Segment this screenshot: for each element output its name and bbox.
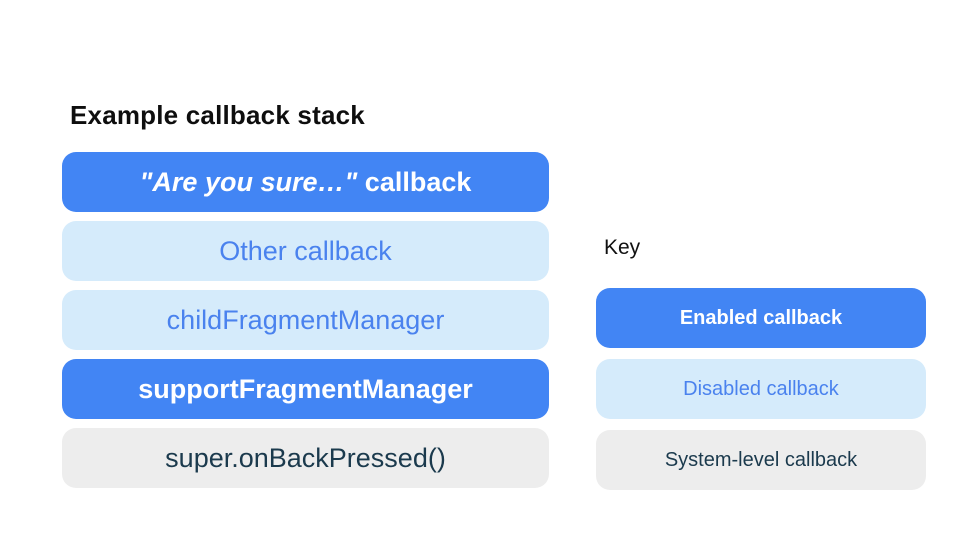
stack-box-label-italic: "Are you sure…" xyxy=(139,166,358,197)
stack-box-super-on-back-pressed: super.onBackPressed() xyxy=(62,428,549,488)
stack-box-other-callback: Other callback xyxy=(62,221,549,281)
key-item-disabled-callback: Disabled callback xyxy=(596,359,926,419)
key-legend-title: Key xyxy=(604,236,641,259)
key-legend-items: Enabled callback Disabled callback Syste… xyxy=(596,288,926,490)
callback-stack: "Are you sure…" callback Other callback … xyxy=(62,152,549,488)
key-legend: Key Enabled callback Disabled callback S… xyxy=(596,236,926,490)
stack-box-are-you-sure-callback: "Are you sure…" callback xyxy=(62,152,549,212)
stack-box-label: callback xyxy=(357,166,472,197)
diagram-title: Example callback stack xyxy=(70,100,365,130)
key-item-enabled-callback: Enabled callback xyxy=(596,288,926,348)
stack-box-support-fragment-manager: supportFragmentManager xyxy=(62,359,549,419)
key-item-system-level-callback: System-level callback xyxy=(596,430,926,490)
stack-box-child-fragment-manager: childFragmentManager xyxy=(62,290,549,350)
